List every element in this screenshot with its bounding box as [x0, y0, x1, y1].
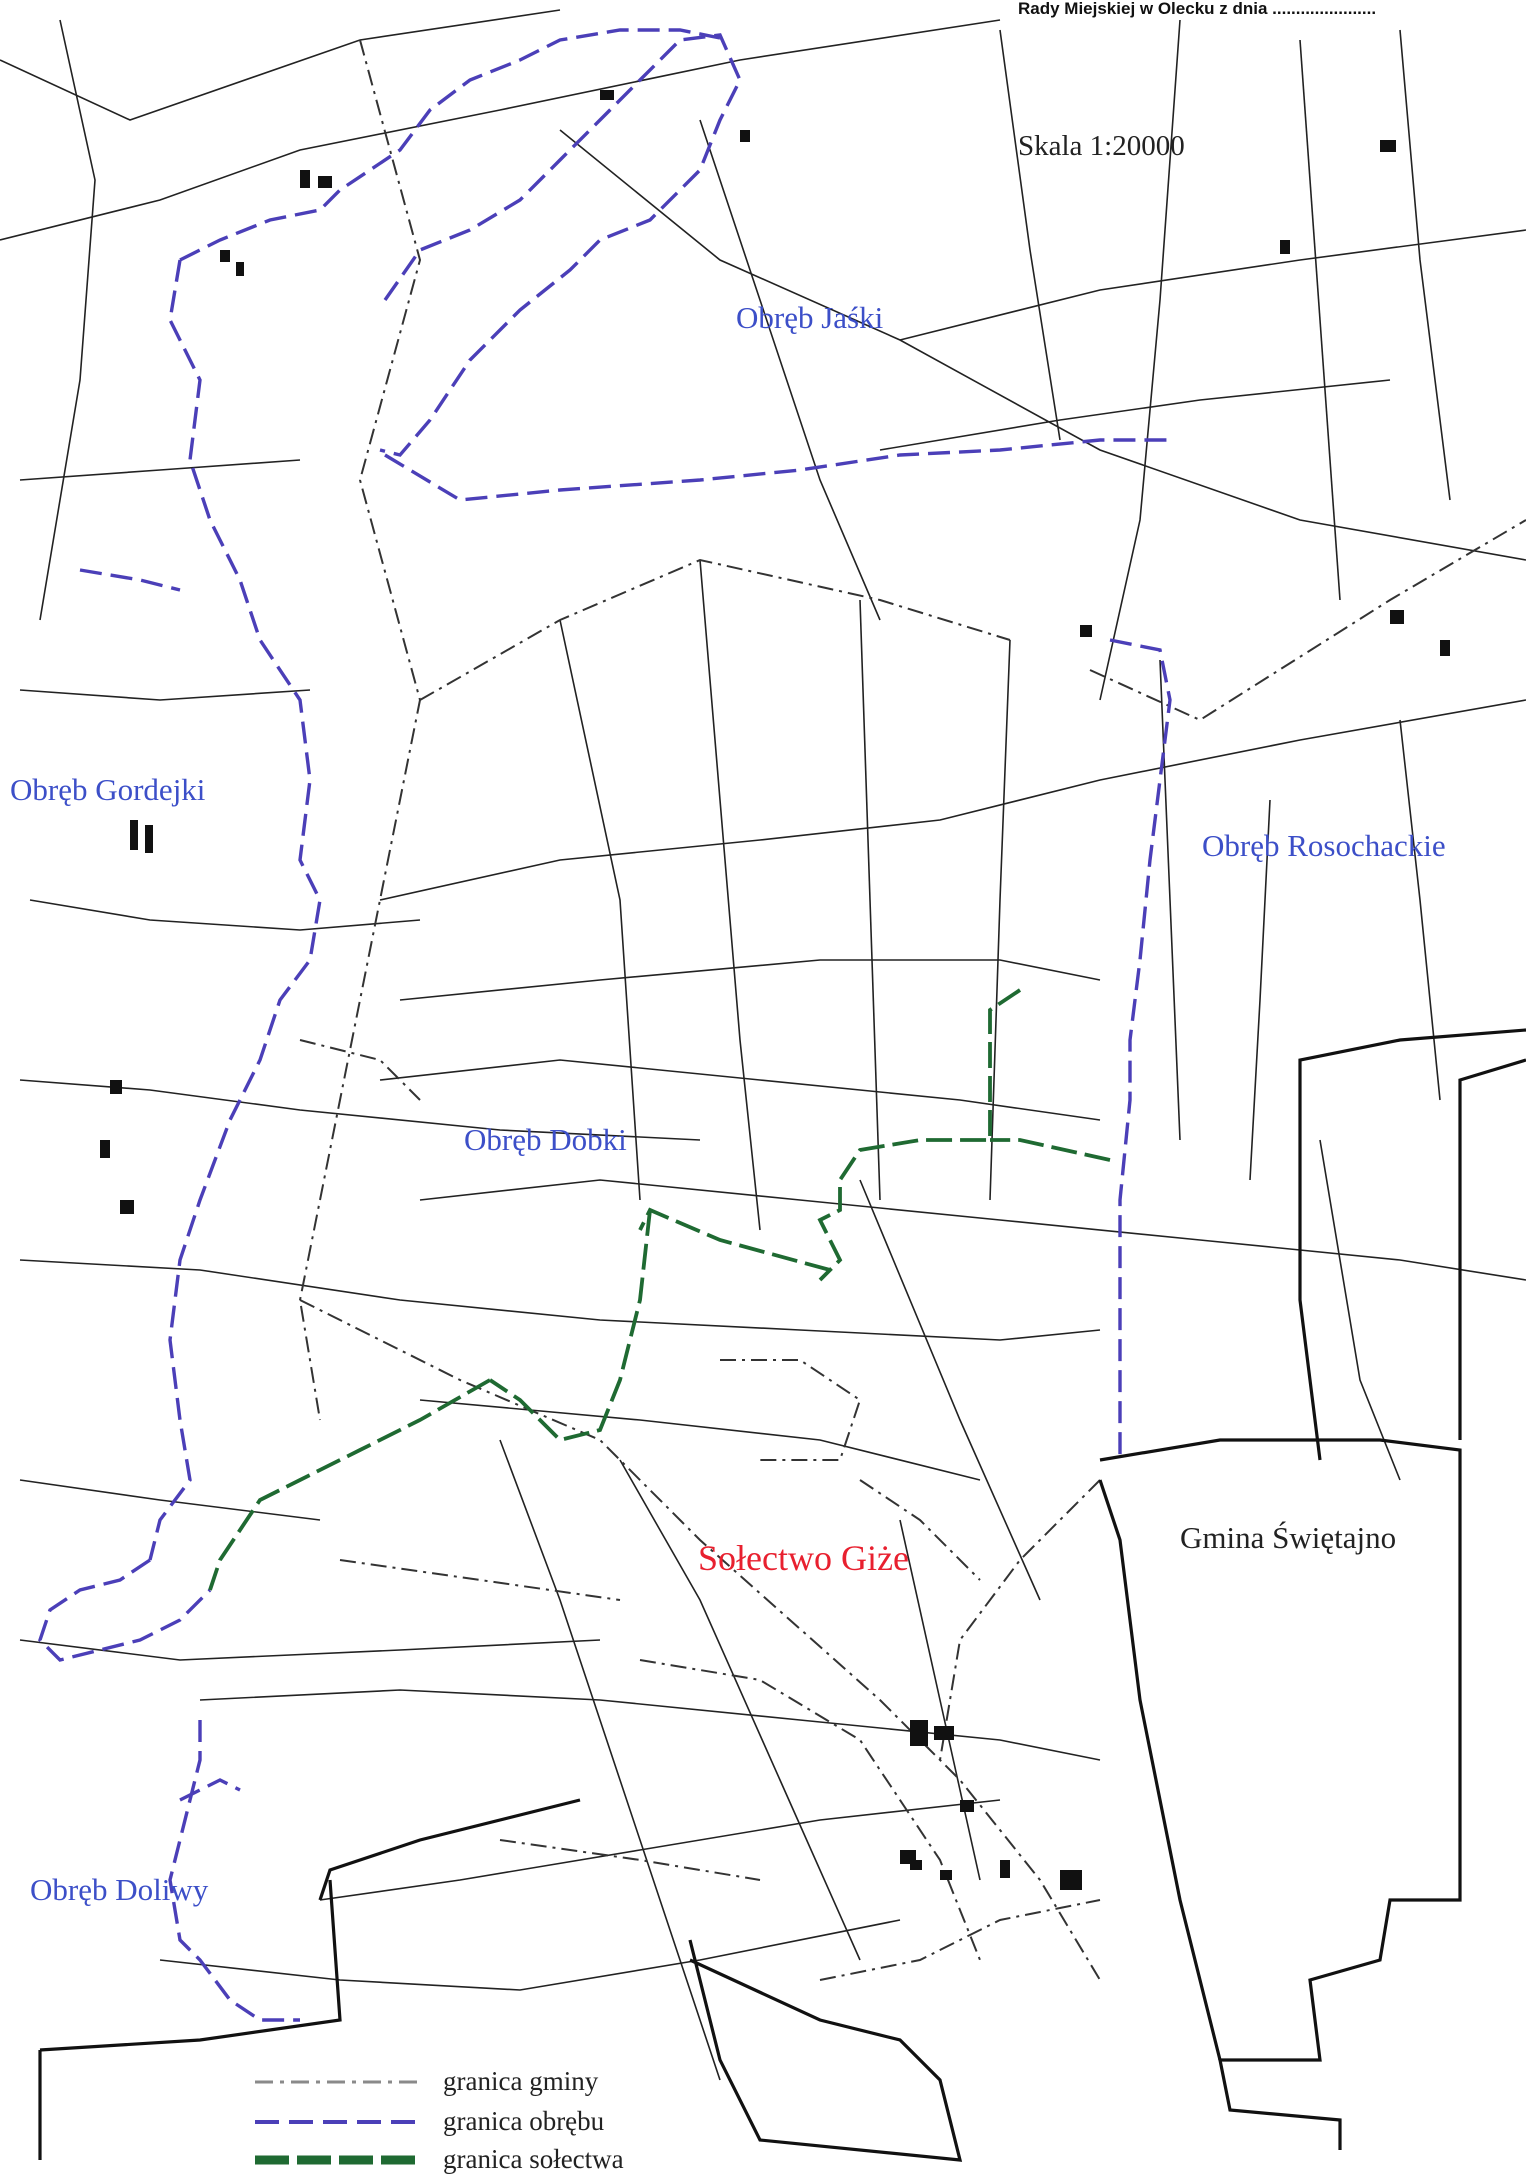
label-obreb-dobki: Obręb Dobki — [464, 1122, 627, 1157]
resolution-header-text: Rady Miejskiej w Olecku z dnia .........… — [1018, 0, 1377, 18]
building-clusters — [100, 90, 1450, 1890]
legend-text-solectwo: granica sołectwa — [443, 2144, 624, 2174]
legend-text-gmina: granica gminy — [443, 2066, 599, 2096]
gmina-boundary — [38, 1028, 1526, 2162]
solectwo-boundary — [208, 988, 1111, 1591]
label-gmina-swietajno: Gmina Świętajno — [1180, 1520, 1397, 1555]
legend-text-obreb: granica obrębu — [443, 2106, 605, 2136]
label-obreb-rosochackie: Obręb Rosochackie — [1202, 828, 1446, 863]
map-dashdot-roads — [298, 39, 1526, 1981]
map-scale-label: Skala 1:20000 — [1018, 130, 1185, 162]
map-base-lines — [0, 9, 1526, 2081]
label-obreb-gordejki: Obręb Gordejki — [10, 772, 206, 807]
legend-lines — [255, 2080, 420, 2165]
label-obreb-jaski: Obręb Jaśki — [736, 300, 884, 335]
label-obreb-doliwy: Obręb Doliwy — [30, 1872, 209, 1907]
label-solectwo-gize: Sołectwo Giże — [698, 1538, 909, 1578]
obreb-boundary — [38, 28, 1172, 2022]
